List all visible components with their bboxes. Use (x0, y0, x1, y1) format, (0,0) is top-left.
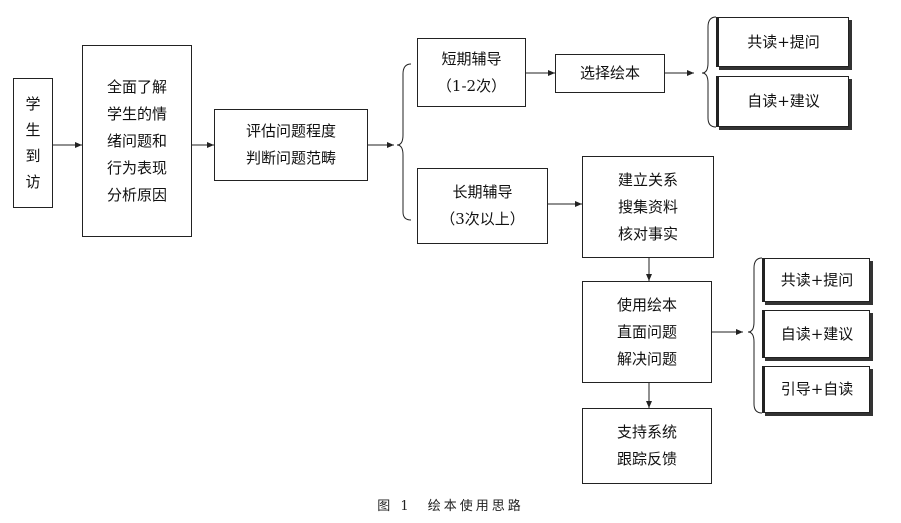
build-relationship-line: 建立关系 (617, 170, 678, 189)
student-arrival-char: 到 (25, 147, 41, 165)
long-term-counseling-box: 长期辅导 （3次以上） (417, 168, 548, 244)
long-option-self-read-box: 自读+建议 (762, 310, 870, 358)
understand-student-line: 绪问题和 (106, 131, 167, 150)
long-option-read-together-box: 共读+提问 (762, 258, 870, 302)
use-picture-book-line: 解决问题 (616, 349, 677, 368)
brace-long-options (747, 257, 763, 414)
assess-problem-box: 评估问题程度 判断问题范畴 (214, 109, 368, 181)
long-term-line: 长期辅导 (452, 183, 513, 201)
assess-problem-line: 评估问题程度 (245, 122, 336, 140)
short-option-label: 自读+建议 (747, 92, 820, 110)
short-option-self-read-box: 自读+建议 (716, 76, 849, 127)
understand-student-line: 行为表现 (106, 158, 167, 177)
short-term-line: 短期辅导 (441, 49, 502, 68)
support-system-line: 跟踪反馈 (616, 450, 677, 468)
short-term-counseling-box: 短期辅导 （1-2次） (417, 38, 526, 107)
use-picture-book-line: 直面问题 (616, 322, 677, 341)
student-arrival-box: 学 生 到 访 (13, 78, 53, 208)
choose-picture-book-box: 选择绘本 (555, 54, 665, 93)
brace-short-options (701, 16, 717, 128)
short-term-line: （1-2次） (436, 76, 507, 95)
support-system-box: 支持系统 跟踪反馈 (582, 408, 712, 484)
use-picture-book-box: 使用绘本 直面问题 解决问题 (582, 281, 712, 383)
support-system-line: 支持系统 (616, 423, 677, 441)
long-option-label: 引导+自读 (780, 380, 854, 398)
short-option-read-together-box: 共读+提问 (716, 17, 849, 67)
student-arrival-char: 访 (25, 173, 41, 191)
assess-problem-line: 判断问题范畴 (245, 149, 336, 167)
long-option-guided-read-box: 引导+自读 (762, 366, 870, 413)
understand-student-line: 全面了解 (106, 77, 167, 96)
understand-student-line: 学生的情 (106, 104, 167, 123)
use-picture-book-line: 使用绘本 (616, 295, 677, 314)
long-option-label: 自读+建议 (780, 324, 854, 343)
student-arrival-char: 学 (25, 95, 41, 113)
figure-caption: 图 1 绘本使用思路 (377, 499, 524, 514)
build-relationship-box: 建立关系 搜集资料 核对事实 (582, 156, 714, 258)
short-option-label: 共读+提问 (747, 32, 820, 51)
build-relationship-line: 核对事实 (617, 224, 678, 243)
choose-picture-book-label: 选择绘本 (579, 64, 640, 82)
brace-short-long (396, 63, 412, 221)
understand-student-box: 全面了解 学生的情 绪问题和 行为表现 分析原因 (82, 45, 192, 237)
student-arrival-char: 生 (25, 121, 41, 139)
long-option-label: 共读+提问 (780, 270, 854, 289)
build-relationship-line: 搜集资料 (617, 197, 678, 216)
long-term-line: （3次以上） (440, 210, 525, 228)
understand-student-line: 分析原因 (106, 185, 167, 204)
